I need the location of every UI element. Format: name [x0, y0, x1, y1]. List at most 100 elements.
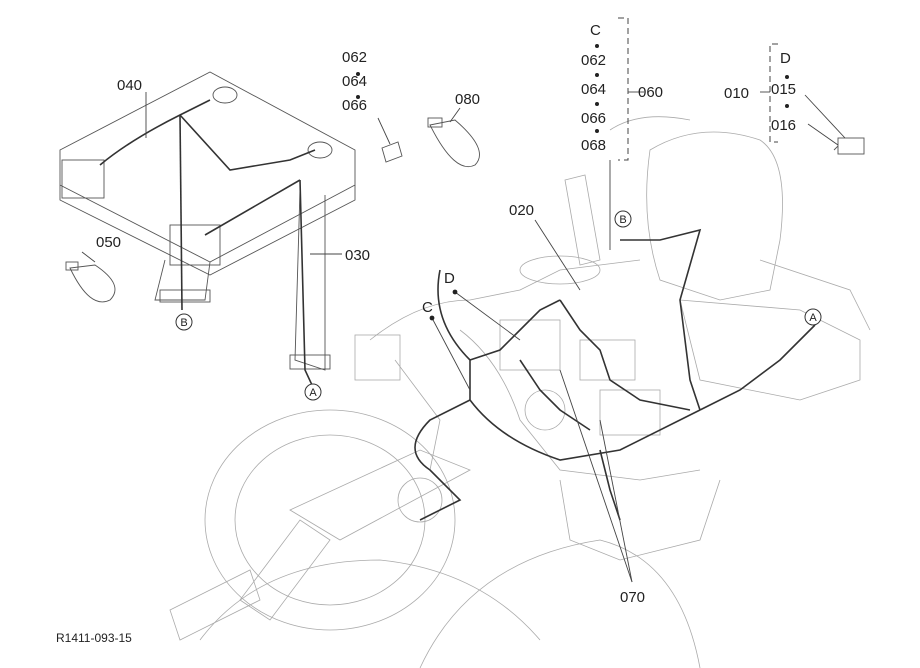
main-harness-center	[559, 299, 691, 411]
label-066-b: 066	[581, 110, 606, 127]
harness-040-run-3	[204, 179, 301, 236]
dot-3	[595, 44, 599, 48]
dot-6	[595, 129, 599, 133]
label-050: 050	[96, 234, 121, 251]
rops-top	[609, 116, 691, 131]
main-harness-trunk	[437, 269, 701, 461]
body-middle	[459, 329, 701, 481]
relay-body	[837, 137, 865, 155]
label-C-top: C	[590, 22, 601, 39]
tie-050-loop	[69, 264, 116, 303]
label-064-a: 064	[342, 73, 367, 90]
harness-040-run-2	[179, 114, 316, 171]
clip-body	[381, 141, 403, 163]
harness-040-run-1	[99, 99, 211, 166]
engine-block-1	[499, 319, 561, 371]
dot-7	[785, 75, 789, 79]
label-062-a: 062	[342, 49, 367, 66]
label-064-b: 064	[581, 81, 606, 98]
harness-040-drop	[179, 114, 183, 311]
clip-062-064-066	[381, 141, 403, 163]
dot-2	[356, 95, 360, 99]
canopy-assembly	[59, 71, 356, 386]
tractor-outline	[169, 116, 871, 668]
leader-070-b	[559, 369, 633, 583]
pillar-foot-left	[159, 289, 211, 303]
steering-column	[564, 174, 601, 266]
dot-5	[595, 102, 599, 106]
circled-refs: B A B A	[175, 210, 822, 401]
tie-080-loop	[429, 119, 480, 167]
cable-tie-080	[427, 117, 480, 167]
label-030: 030	[345, 247, 370, 264]
label-080: 080	[455, 91, 480, 108]
circle-A-left-text: A	[309, 387, 317, 399]
relay-015-016	[833, 137, 865, 155]
label-C: C	[422, 299, 433, 316]
relay-pin	[833, 145, 839, 151]
left-strut	[394, 359, 441, 471]
main-harness-020	[414, 228, 816, 521]
leader-016	[807, 123, 839, 146]
front-wheel-outer	[204, 409, 456, 631]
dot-1	[356, 72, 360, 76]
tie-050-head	[65, 261, 79, 271]
tie-080-head	[427, 117, 443, 128]
label-016: 016	[771, 117, 796, 134]
body-lower	[559, 479, 721, 561]
main-harness-lower-drop	[599, 449, 621, 521]
left-bracket	[354, 334, 401, 381]
bracket-060	[618, 17, 629, 161]
main-harness-engine-loop	[519, 359, 591, 431]
main-harness-seat-run	[699, 324, 816, 411]
roof-switch-panel	[61, 159, 105, 199]
front-wheel-inner	[234, 434, 426, 606]
pillar-foot-right	[289, 354, 331, 370]
engine-block-3	[599, 389, 661, 436]
dot-4	[595, 73, 599, 77]
hood-top	[369, 259, 641, 341]
callout-labels: 040 030 050 062 064 066 080 C 062 064 06…	[96, 22, 796, 606]
loader-arm	[289, 449, 471, 541]
alternator	[524, 389, 566, 431]
main-harness-left-branch	[414, 399, 471, 521]
dot-8	[785, 104, 789, 108]
bracket-010	[769, 43, 778, 143]
label-040: 040	[117, 77, 142, 94]
leader-clip	[377, 117, 391, 145]
canopy-edge	[59, 185, 356, 276]
figure-code: R1411-093-15	[56, 631, 132, 645]
seat-back	[646, 131, 783, 301]
dot-D	[452, 289, 458, 295]
work-light-1	[212, 86, 238, 104]
circle-B-left-text: B	[180, 317, 187, 329]
label-D: D	[444, 270, 455, 287]
rear-wheel-arc	[199, 559, 541, 641]
rear-light-housing	[169, 224, 221, 266]
steering-wheel	[519, 255, 601, 285]
dot-C	[429, 315, 435, 321]
leader-020	[534, 219, 581, 291]
circle-B-right	[614, 210, 632, 228]
front-component	[397, 477, 443, 523]
label-062-b: 062	[581, 52, 606, 69]
pillar-left	[154, 259, 211, 301]
leader-D	[454, 291, 521, 341]
cable-tie-050	[65, 261, 116, 303]
right-fender	[759, 259, 871, 331]
label-068: 068	[581, 137, 606, 154]
leader-lines	[81, 91, 846, 583]
work-light-2	[307, 141, 333, 159]
leader-015	[804, 94, 846, 139]
circle-B-left	[175, 313, 193, 331]
label-060: 060	[638, 84, 663, 101]
main-harness-right-branch	[620, 228, 702, 411]
bucket-link	[169, 569, 261, 641]
leader-080	[449, 107, 461, 123]
main-harness-upper	[469, 299, 561, 361]
leader-070	[599, 419, 633, 583]
leader-C	[431, 317, 471, 391]
rear-wheel-2	[419, 539, 701, 668]
